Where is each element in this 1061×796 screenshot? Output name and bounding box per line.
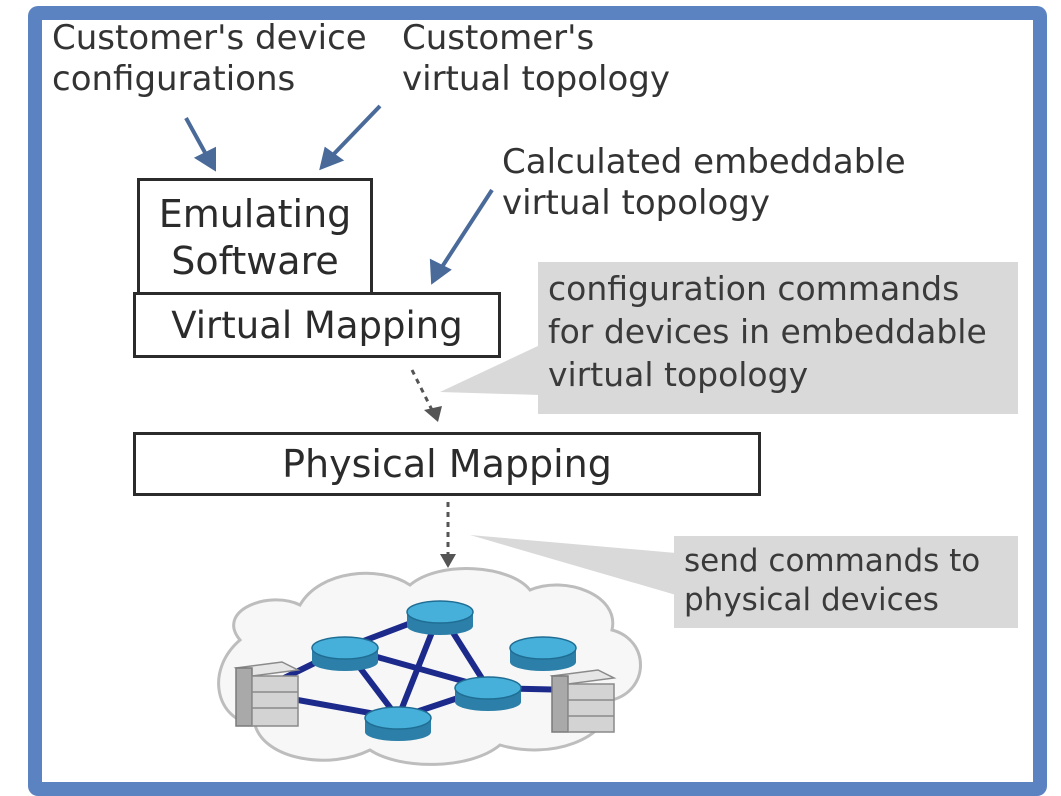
router-icon [509, 636, 577, 671]
physical-mapping-box: Physical Mapping [133, 432, 761, 496]
note-configuration-commands: configuration commands for devices in em… [538, 262, 1018, 414]
dotted-arrow-virtual [410, 369, 434, 411]
dotted-arrowhead-virtual [424, 406, 442, 422]
dotted-arrowhead-physical [440, 554, 456, 568]
router-icon [454, 676, 522, 711]
server-icon [549, 669, 617, 733]
router-icon [364, 706, 432, 741]
arrowhead-embeddable [429, 258, 452, 285]
arrowhead-virtual-topology [319, 146, 345, 171]
arrowhead-device-config [193, 146, 216, 172]
router-icon [406, 600, 474, 635]
arrow-device-config [184, 117, 210, 159]
server-icon [233, 661, 301, 727]
label-device-configurations: Customer's device configurations [52, 18, 367, 100]
callout-pointer-send [470, 535, 676, 595]
note-send-commands: send commands to physical devices [674, 536, 1018, 628]
virtual-mapping-box: Virtual Mapping [133, 292, 501, 358]
router-icon [311, 636, 379, 671]
emulating-software-box: Emulating Software [137, 178, 373, 298]
arrow-embeddable [438, 188, 494, 272]
cloud-icon [217, 567, 642, 766]
label-virtual-topology: Customer's virtual topology [402, 18, 670, 100]
arrow-virtual-topology [328, 104, 382, 160]
label-embeddable-topology: Calculated embeddable virtual topology [502, 142, 906, 224]
callout-pointer-config [440, 345, 540, 395]
